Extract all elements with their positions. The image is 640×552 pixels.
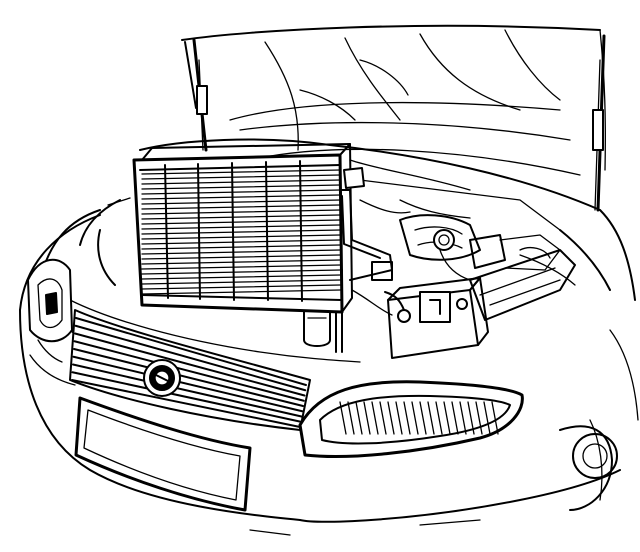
grille-bar: [73, 340, 305, 402]
hood-strut-right: [592, 34, 606, 212]
engine-bay-outline: [79, 138, 636, 301]
battery: [384, 277, 489, 359]
condenser-fin: [141, 194, 341, 200]
condenser-fin: [141, 274, 341, 280]
condenser-fin: [141, 204, 341, 210]
condenser-fin: [141, 169, 341, 175]
condenser-fins: [141, 169, 341, 295]
condenser-fin: [141, 279, 341, 285]
lens-rib: [435, 401, 443, 435]
grille-bar: [73, 348, 304, 407]
grille-bar: [72, 355, 304, 413]
grille-bar: [71, 371, 302, 423]
condenser-fin: [141, 229, 341, 235]
condenser-fin: [141, 214, 341, 220]
license-plate: [74, 396, 252, 512]
grille-bars: [71, 317, 307, 428]
engine-components: [349, 159, 576, 321]
ground-lines: [249, 519, 481, 536]
lens-rib: [371, 401, 379, 435]
grille-bar: [75, 317, 307, 386]
lens-rib: [427, 401, 435, 435]
condenser-fin: [141, 259, 341, 265]
lens-rib: [395, 401, 403, 435]
headlamp-lens-pattern: [339, 401, 499, 435]
grille-emblem: [143, 359, 181, 397]
condenser-fin: [141, 254, 341, 260]
lens-rib: [459, 401, 467, 435]
condenser-fin: [141, 244, 341, 250]
radiator-grille: [69, 309, 311, 431]
headlamp-left: [27, 258, 76, 386]
lens-rib: [491, 401, 499, 435]
condenser-fin: [141, 284, 341, 290]
condenser-fin: [141, 219, 341, 225]
raised-hood: [181, 24, 606, 176]
condenser-fin: [141, 184, 341, 190]
grille-bar: [72, 363, 303, 418]
lens-rib: [475, 401, 483, 435]
condenser-fin: [141, 199, 341, 205]
ac-condenser: [132, 143, 365, 314]
lens-rib: [411, 401, 419, 435]
lens-rib: [347, 401, 355, 435]
condenser-fin: [141, 224, 341, 230]
headlamp-right: [298, 380, 524, 458]
lens-rib: [379, 401, 387, 435]
lens-rib: [467, 401, 475, 435]
condenser-fin: [141, 264, 341, 270]
condenser-fin: [141, 189, 341, 195]
hood-strut-left: [192, 38, 208, 152]
grille-bar: [74, 332, 306, 397]
lens-rib: [355, 401, 363, 435]
condenser-fin: [141, 179, 341, 185]
condenser-fin: [141, 249, 341, 255]
condenser-fin: [141, 269, 341, 275]
condenser-fin: [141, 234, 341, 240]
front-bumper: [19, 209, 639, 523]
lens-rib: [387, 401, 395, 435]
condenser-fin: [141, 289, 341, 295]
lens-rib: [363, 401, 371, 435]
condenser-fin: [141, 174, 341, 180]
lens-rib: [483, 401, 491, 435]
lens-rib: [419, 401, 427, 435]
grille-bar: [71, 379, 301, 428]
lens-rib: [451, 401, 459, 435]
lens-rib: [403, 401, 411, 435]
grille-bar: [74, 324, 307, 392]
condenser-fin: [141, 239, 341, 245]
lens-rib: [339, 401, 347, 435]
lens-rib: [443, 401, 451, 435]
condenser-fin: [141, 209, 341, 215]
